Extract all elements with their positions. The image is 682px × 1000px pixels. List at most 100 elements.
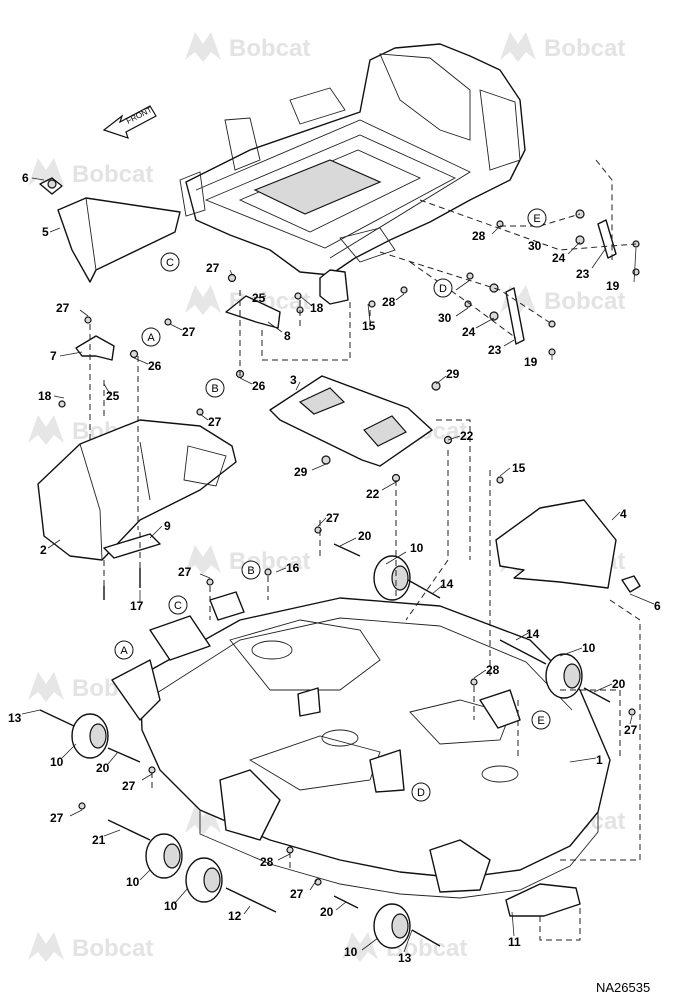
part-1-mower-deck xyxy=(111,591,611,899)
watermark-logo: Bobcat xyxy=(185,32,310,62)
callout-23-b: 23 xyxy=(488,343,502,357)
callout-15-b: 15 xyxy=(512,461,526,475)
ref-letter: C xyxy=(174,600,182,612)
callout-28-d: 28 xyxy=(260,855,274,869)
chain-lower xyxy=(505,287,525,345)
ref-letter: D xyxy=(417,787,425,799)
ref-marker-a-bracket: A xyxy=(141,327,161,347)
part-3-plate xyxy=(269,375,433,467)
wheel-10-bottom xyxy=(373,903,411,949)
callout-27-d: 27 xyxy=(208,415,222,429)
ref-letter: B xyxy=(211,383,218,395)
watermark-logo: Bobcat xyxy=(500,32,625,62)
callout-10-b: 10 xyxy=(582,641,596,655)
ref-marker-c-deck: C xyxy=(168,595,188,615)
ref-marker-b-bracket: B xyxy=(205,378,225,398)
callout-7: 7 xyxy=(50,349,57,363)
callout-25-a: 25 xyxy=(252,291,266,305)
ref-marker-d-frame: D xyxy=(433,278,453,298)
callout-27-f: 27 xyxy=(178,565,192,579)
callout-12: 12 xyxy=(228,909,242,923)
leader-lines xyxy=(21,177,655,953)
ref-letter: E xyxy=(537,715,544,727)
callout-22-a: 22 xyxy=(460,429,474,443)
part-4-right-cover xyxy=(495,499,641,593)
callout-11: 11 xyxy=(508,935,521,949)
callout-25-b: 25 xyxy=(106,389,120,403)
part-2-discharge-chute xyxy=(37,419,237,561)
chassis-frame xyxy=(179,43,526,305)
callout-26-a: 26 xyxy=(148,359,162,373)
ref-marker-e-frame: E xyxy=(527,208,547,228)
ref-letter: A xyxy=(147,332,155,344)
watermark-text: Bobcat xyxy=(544,35,625,62)
callout-27-b: 27 xyxy=(182,325,196,339)
callout-20-a: 20 xyxy=(358,529,372,543)
callout-27-h: 27 xyxy=(122,779,136,793)
callout-6-upper: 6 xyxy=(22,171,29,185)
ref-letter: C xyxy=(166,257,174,269)
callout-27-j: 27 xyxy=(290,887,304,901)
ref-letter: B xyxy=(247,565,254,577)
callout-10-d: 10 xyxy=(126,875,140,889)
callout-28-b: 28 xyxy=(382,295,396,309)
callout-27-a: 27 xyxy=(56,301,70,315)
watermark-text: Bobcat xyxy=(72,935,153,962)
callout-29-a: 29 xyxy=(446,367,460,381)
callout-6-lower: 6 xyxy=(654,599,661,613)
callout-10-f: 10 xyxy=(344,945,358,959)
callout-17: 17 xyxy=(130,599,144,613)
callout-4: 4 xyxy=(620,507,627,521)
callout-27-e: 27 xyxy=(326,511,340,525)
callout-2: 2 xyxy=(40,543,47,557)
callout-1: 1 xyxy=(596,753,603,767)
part-5-left-cover xyxy=(39,177,181,283)
callout-28-c: 28 xyxy=(486,663,500,677)
callout-labels: 1 2 3 4 5 6 6 7 8 9 10 10 10 10 10 10 11… xyxy=(8,171,661,965)
callout-13-b: 13 xyxy=(398,951,412,965)
callout-5: 5 xyxy=(42,225,49,239)
callout-26-b: 26 xyxy=(252,379,266,393)
callout-18-a: 18 xyxy=(310,301,324,315)
callout-3: 3 xyxy=(290,373,297,387)
callout-20-b: 20 xyxy=(612,677,626,691)
chain-upper xyxy=(597,219,617,259)
part-7-bracket xyxy=(75,335,115,361)
callout-13-a: 13 xyxy=(8,711,22,725)
callout-27-i: 27 xyxy=(50,811,64,825)
hardware xyxy=(47,179,640,886)
drawing-id: NA26535 xyxy=(596,980,650,995)
ref-marker-e-deck: E xyxy=(531,710,551,730)
callout-28-a: 28 xyxy=(472,229,486,243)
callout-27-c: 27 xyxy=(206,261,220,275)
wheel-10-upper-mid xyxy=(373,555,411,601)
wheel-10-lower-a xyxy=(145,833,183,879)
callout-29-b: 29 xyxy=(294,465,308,479)
watermark-text: Bobcat xyxy=(229,35,310,62)
callout-20-d: 20 xyxy=(320,905,334,919)
callout-19-b: 19 xyxy=(524,355,538,369)
ref-letter: E xyxy=(533,213,540,225)
watermark-text: Bobcat xyxy=(72,161,153,188)
callout-27-g: 27 xyxy=(624,723,638,737)
ref-letter: D xyxy=(439,283,447,295)
front-arrow: FRONT xyxy=(102,105,157,139)
wheel-10-lower-b xyxy=(185,857,223,903)
callout-10-c: 10 xyxy=(50,755,64,769)
part-11-cover xyxy=(505,883,581,917)
callout-30-b: 30 xyxy=(438,311,452,325)
ref-marker-b-deck: B xyxy=(241,560,261,580)
wheel-10-left xyxy=(71,713,109,759)
callout-21: 21 xyxy=(92,833,106,847)
callout-16: 16 xyxy=(286,561,300,575)
callout-9: 9 xyxy=(164,519,171,533)
callout-10-e: 10 xyxy=(164,899,178,913)
ref-letter: A xyxy=(120,645,128,657)
watermark-logo: Bobcat xyxy=(28,932,153,962)
callout-15-a: 15 xyxy=(362,319,376,333)
callout-18-b: 18 xyxy=(38,389,52,403)
callout-19-a: 19 xyxy=(606,279,620,293)
watermark-text: Bobcat xyxy=(544,288,625,315)
watermark-logo: Bobcat xyxy=(28,158,153,188)
